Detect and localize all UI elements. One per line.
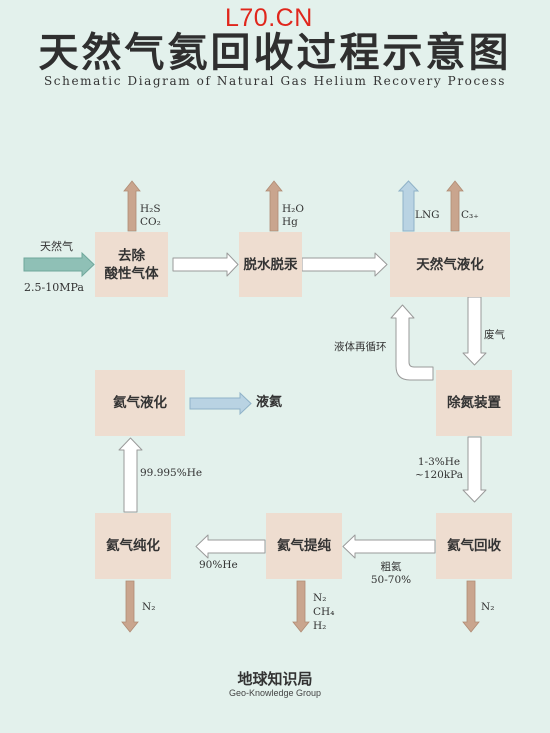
label-h2s: H₂S xyxy=(140,203,161,215)
label-h2o: H₂O xyxy=(282,203,304,215)
arrow-purify-to-liquefy xyxy=(118,437,143,513)
box-acid-line1: 去除 xyxy=(118,247,145,264)
label-90pct-helium: 90%He xyxy=(199,559,238,571)
diagram-title: 天然气氦回收过程示意图 xyxy=(38,29,512,76)
label-hg: Hg xyxy=(282,216,298,228)
box-helium-liquefaction: 氦气液化 xyxy=(95,370,185,436)
label-c3-plus: C₃₊ xyxy=(461,209,479,221)
box-gas-liquefaction: 天然气液化 xyxy=(390,232,510,297)
arrow-feed-natural-gas xyxy=(23,251,95,278)
label-crude-helium: 粗氦 xyxy=(380,561,402,573)
arrow-lng-out xyxy=(397,180,420,232)
box-acid-gas-removal: 去除酸性气体 xyxy=(95,232,168,297)
label-lng: LNG xyxy=(415,209,440,221)
box-helium-purification: 氦气纯化 xyxy=(95,513,171,579)
label-crude-concentration: 1-3%He xyxy=(417,456,461,468)
label-n2-upgrade: N₂ xyxy=(313,592,327,604)
box-dehydration-demercury: 脱水脱汞 xyxy=(239,232,302,297)
label-feed-pressure: 2.5-10MPa xyxy=(24,281,84,294)
box-helium-upgrade: 氦气提纯 xyxy=(266,513,342,579)
arrow-n2-upgrade-vent xyxy=(292,580,310,633)
arrow-dehydration-to-liquefaction xyxy=(301,252,388,277)
label-ch4-upgrade: CH₄ xyxy=(313,606,335,618)
box-nitrogen-removal: 除氮装置 xyxy=(436,370,512,436)
arrow-liquid-helium-out xyxy=(189,391,252,416)
arrow-upgrade-to-purify xyxy=(195,534,266,559)
footer-brand-english: Geo-Knowledge Group xyxy=(228,688,322,698)
label-99995pct-helium: 99.995%He xyxy=(140,467,203,479)
label-tail-gas: 废气 xyxy=(484,329,505,341)
label-liquid-recycle: 液体再循环 xyxy=(334,341,387,353)
box-acid-line2: 酸性气体 xyxy=(104,265,159,282)
arrow-liquid-recycle xyxy=(390,304,434,381)
box-helium-recovery: 氦气回收 xyxy=(436,513,512,579)
arrow-n2-recovery-vent xyxy=(462,580,480,633)
arrow-acid-gas-vent xyxy=(123,180,141,232)
label-crude-helium-pct: 50-70% xyxy=(370,574,412,586)
label-n2-recovery: N₂ xyxy=(481,601,495,613)
footer-brand: 地球知识局 xyxy=(237,670,313,688)
label-natural-gas: 天然气 xyxy=(40,240,73,253)
arrow-recovery-to-upgrade xyxy=(342,534,436,559)
diagram-subtitle: Schematic Diagram of Natural Gas Helium … xyxy=(43,74,507,88)
label-co2: CO₂ xyxy=(140,216,161,228)
label-h2-upgrade: H₂ xyxy=(313,620,327,632)
watermark-text: L70.CN xyxy=(225,4,313,32)
arrow-n2-purify-vent xyxy=(121,580,139,633)
arrow-acid-to-dehydration xyxy=(172,252,239,277)
label-liquid-helium: 液氦 xyxy=(256,395,283,410)
arrow-denitrogen-to-recovery xyxy=(462,436,487,503)
arrow-liquefaction-to-denitrogen xyxy=(462,296,487,366)
label-crude-pressure: ~120kPa xyxy=(414,469,464,481)
arrow-c3-vent xyxy=(446,180,464,232)
arrow-water-mercury-vent xyxy=(265,180,283,232)
label-n2-purify: N₂ xyxy=(142,601,156,613)
